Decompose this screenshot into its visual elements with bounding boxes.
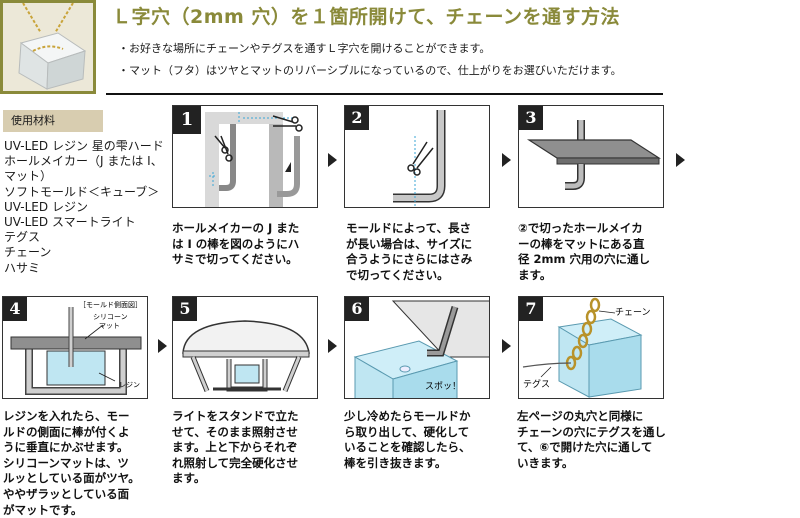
step-4-panel: 4 ［モールド側面図］ シリコーン マット レジン	[2, 296, 148, 399]
material-item: UV-LED レジン 星の雫ハード	[4, 139, 164, 153]
pop-sound-label: スポッ！	[425, 381, 461, 392]
arrow-right-icon	[502, 153, 511, 167]
step-2-panel: 2	[344, 105, 490, 208]
materials-label: 使用材料	[3, 110, 103, 132]
divider	[106, 93, 663, 95]
step-5-illustration	[182, 320, 310, 392]
arrow-right-icon	[676, 153, 685, 167]
material-item: テグス	[4, 230, 41, 245]
arrow-right-icon	[328, 339, 337, 353]
material-item: UV-LED スマートライト	[4, 215, 136, 230]
step-4-illustration: ［モールド側面図］ シリコーン マット レジン	[10, 300, 142, 395]
step-3-panel: 3	[518, 105, 664, 208]
step-5-number: 5	[173, 297, 197, 321]
intro-line-1: ・お好きな場所にチェーンやテグスを通すＬ字穴を開けることができます。	[118, 42, 491, 55]
silicone-mat-label-2: マット	[99, 322, 120, 330]
resin-label: レジン	[119, 381, 140, 389]
step-7-caption: 左ページの丸穴と同様に チェーンの穴にテグスを通し て、⑥で開けた穴に通して い…	[517, 409, 666, 470]
thread-label: テグス	[523, 378, 550, 390]
step-6-panel: 6 スポッ！	[344, 296, 490, 399]
mold-section-label: ［モールド側面図］	[79, 300, 142, 309]
materials-list: UV-LED レジン 星の雫ハード ホールメイカー（J または I、 マット） …	[4, 139, 164, 276]
material-item: ソフトモールド＜キューブ＞	[4, 184, 160, 199]
step-3-illustration	[526, 120, 662, 190]
step-2-caption: モールドによって、長さ が長い場合は、サイズに 合うようにさらにはさみ で切って…	[346, 221, 473, 282]
step-1-panel: 1	[172, 105, 318, 208]
material-item: ハサミ	[4, 260, 41, 275]
step-7-illustration: チェーン テグス	[522, 297, 651, 398]
material-item: UV-LED レジン	[4, 199, 88, 214]
step-4-caption: レジンを入れたら、モー ルドの側面に棒が付くよ うに垂直にかぶせます。 シリコー…	[3, 409, 140, 517]
product-photo	[0, 0, 96, 94]
material-item: マット）	[4, 169, 53, 184]
step-7-panel: 7 チェーン テグス	[518, 296, 664, 399]
step-3-number: 3	[519, 106, 543, 130]
step-2-illustration	[393, 110, 446, 206]
step-1-number: 1	[173, 106, 201, 134]
step-5-caption: ライトをスタンドで立た せて、そのまま照射させ ます。上と下からそれぞ れ照射し…	[172, 409, 299, 486]
step-6-caption: 少し冷めたらモールドか ら取り出して、硬化して いることを確認したら、 棒を引き…	[344, 409, 471, 470]
arrow-right-icon	[502, 339, 511, 353]
intro-line-2: ・マット（フタ）はツヤとマットのリバーシブルになっているので、仕上がりをお選びい…	[118, 64, 622, 77]
silicone-mat-label: シリコーン	[93, 313, 128, 321]
chain-label: チェーン	[615, 307, 651, 318]
step-4-number: 4	[3, 297, 27, 321]
material-item: チェーン	[4, 245, 52, 260]
step-1-illustration	[205, 112, 303, 207]
page-title: Ｌ字穴（2mm 穴）を１箇所開けて、チェーンを通す方法	[112, 6, 621, 28]
step-3-caption: ②で切ったホールメイカ ーの棒をマットにある直 径 2mm 穴用の穴に通し ます…	[518, 221, 650, 282]
step-1-caption: ホールメイカーの J また は I の棒を図のようにハ サミで切ってください。	[172, 221, 300, 267]
arrow-right-icon	[328, 153, 337, 167]
step-6-illustration: スポッ！	[353, 300, 489, 398]
material-item: ホールメイカー（J または I、	[4, 154, 163, 169]
step-7-number: 7	[519, 297, 543, 321]
arrow-right-icon	[158, 339, 167, 353]
step-5-panel: 5	[172, 296, 318, 399]
step-2-number: 2	[345, 106, 369, 130]
step-6-number: 6	[345, 297, 369, 321]
